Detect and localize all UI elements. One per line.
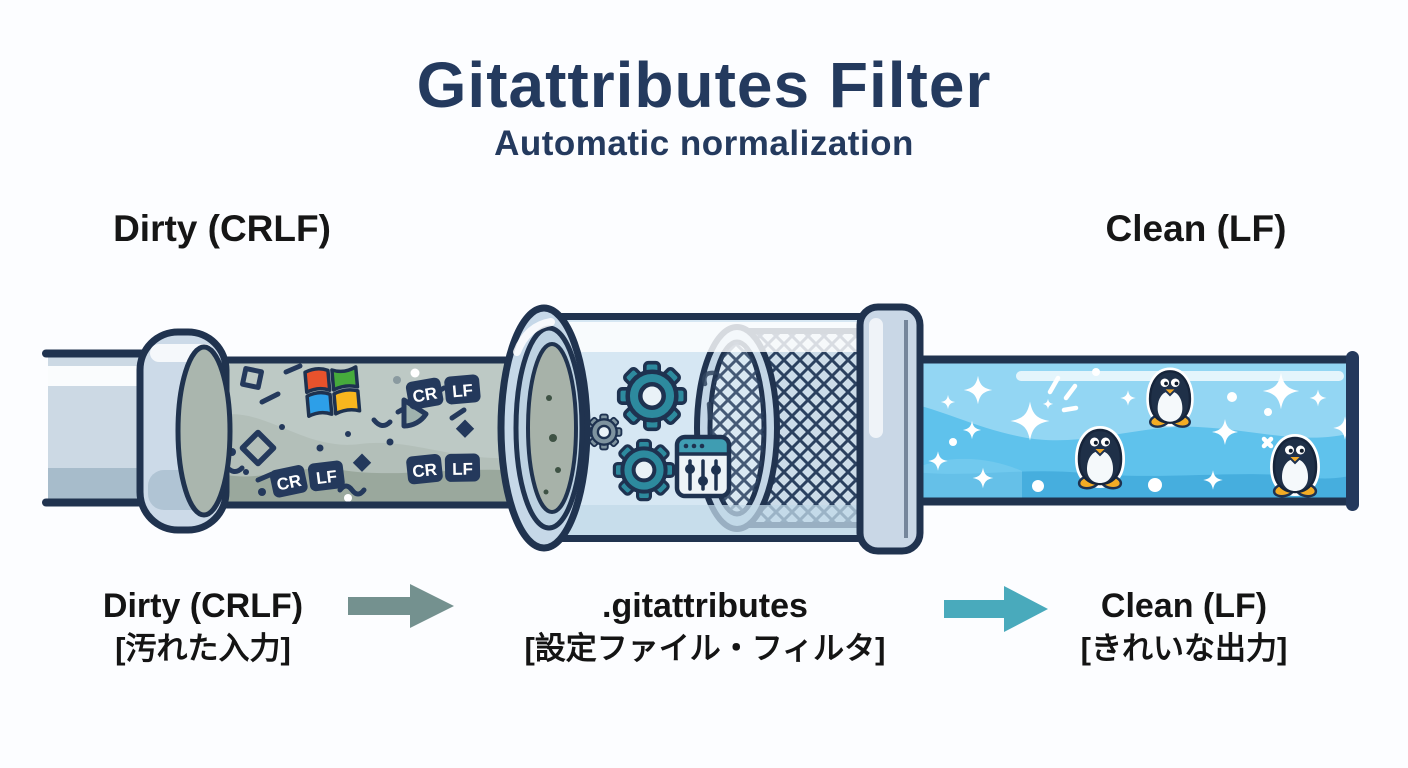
inlet-pipe-stub <box>42 349 164 507</box>
filter-unit <box>497 303 924 555</box>
output-arrow-icon <box>944 586 1048 632</box>
filter-inlet-rim <box>497 304 591 552</box>
settings-panel-icon <box>674 434 732 499</box>
stage-label-input: Dirty (CRLF) <box>113 208 331 249</box>
crlf-tag: CR LF <box>406 453 481 485</box>
pipe-flange-left <box>136 328 233 534</box>
debris-dots <box>228 419 475 496</box>
flow-label-filter-main: .gitattributes <box>602 587 808 625</box>
page-title: Gitattributes Filter <box>416 49 992 121</box>
dirty-pipe-section: CR LF CR LF CR LF <box>205 356 552 509</box>
svg-text:LF: LF <box>315 467 338 488</box>
flow-label-filter: .gitattributes [設定ファイル・フィルタ] <box>524 584 885 670</box>
svg-text:CR: CR <box>411 384 438 407</box>
page-subtitle: Automatic normalization <box>494 124 914 163</box>
crlf-tag: CR LF <box>405 374 481 410</box>
svg-text:LF: LF <box>451 381 473 402</box>
small-gear-icon <box>585 413 623 451</box>
tux-penguin-icon <box>1078 371 1317 498</box>
input-arrow-icon <box>348 584 454 628</box>
pipe-end-cap <box>1346 351 1359 511</box>
windows-logo-icon <box>303 365 362 418</box>
flow-label-input: Dirty (CRLF) [汚れた入力] <box>103 584 303 670</box>
svg-text:CR: CR <box>411 460 437 481</box>
flow-label-output-main: Clean (LF) <box>1100 587 1268 625</box>
stage-label-output: Clean (LF) <box>1105 208 1287 249</box>
flow-label-input-sub: [汚れた入力] <box>115 630 291 666</box>
svg-text:CR: CR <box>275 471 303 495</box>
crlf-tag: CR LF <box>269 460 345 498</box>
svg-text:LF: LF <box>452 460 473 479</box>
flow-label-output-sub: [きれいな出力] <box>1080 630 1288 666</box>
flow-label-input-main: Dirty (CRLF) <box>102 587 304 625</box>
clean-pipe-section <box>902 351 1359 511</box>
debris <box>205 363 467 497</box>
flow-label-output: Clean (LF) [きれいな出力] <box>1081 584 1288 670</box>
mesh-filter-icon <box>694 324 866 532</box>
gear-icon <box>614 440 673 499</box>
water-highlight <box>1016 371 1344 381</box>
pipe-flange-right <box>856 303 924 555</box>
gear-icon <box>619 363 686 430</box>
sparkles <box>928 368 1357 492</box>
flow-label-filter-sub: [設定ファイル・フィルタ] <box>524 630 886 666</box>
glass-marks <box>702 370 717 421</box>
